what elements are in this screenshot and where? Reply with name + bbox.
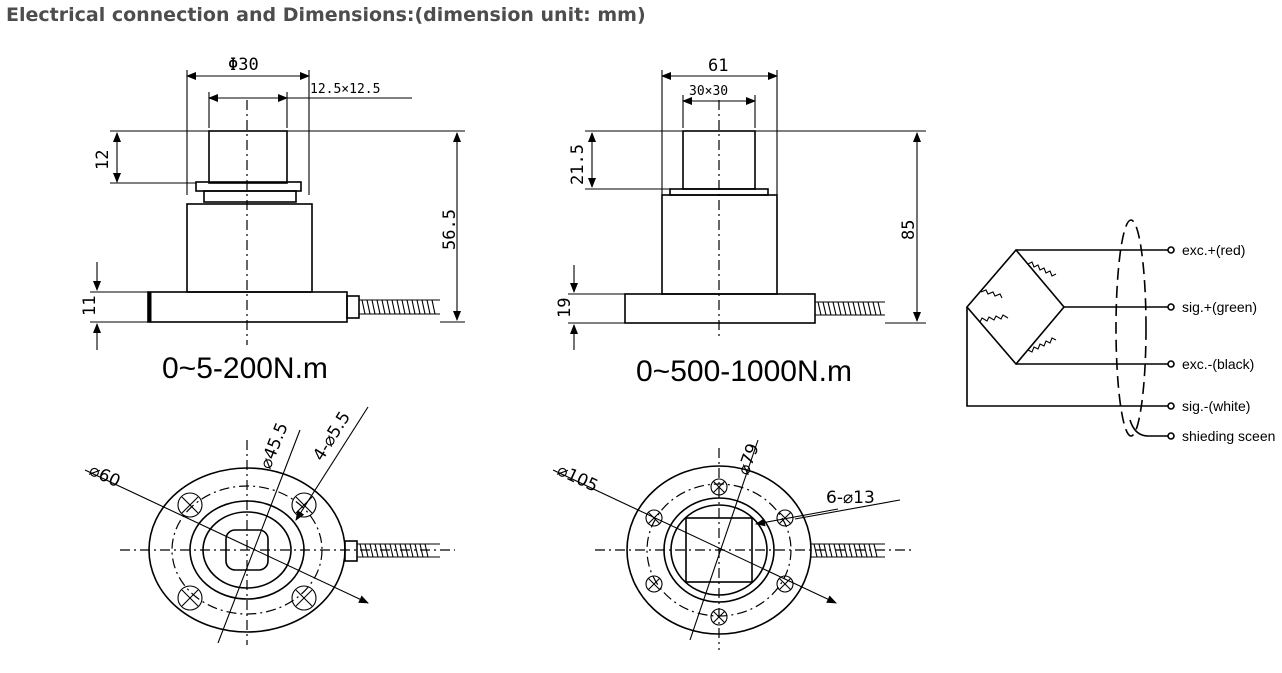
small-bolt-holes (177, 492, 317, 611)
large-cable (815, 301, 885, 316)
large-height-total: 85 (899, 220, 919, 240)
small-square-dim: 12.5×12.5 (310, 82, 380, 97)
wire-label-sig-plus: sig.+(green) (1182, 299, 1257, 315)
section-title: Electrical connection and Dimensions:(di… (6, 4, 646, 26)
large-range-label: 0~500-1000N.m (636, 355, 852, 388)
large-height-shaft: 21.5 (568, 144, 588, 185)
large-holes: 6-⌀13 (826, 488, 875, 508)
small-height-12: 12 (93, 150, 113, 170)
large-bottom-view: ⌀105 ⌀79 6-⌀13 (552, 439, 915, 650)
wire-label-exc-plus: exc.+(red) (1182, 242, 1245, 258)
wire-label-exc-minus: exc.-(black) (1182, 356, 1254, 372)
small-top-diameter: Φ30 (228, 55, 259, 75)
large-top-width: 61 (708, 56, 728, 76)
small-height-base: 11 (80, 296, 100, 316)
small-bottom-view: ⌀60 ⌀45.5 4-⌀5.5 (84, 406, 455, 645)
large-outer-dia: ⌀105 (554, 460, 601, 496)
large-side-view: 61 30×30 21.5 85 19 0~500-1000N.m (555, 56, 926, 388)
small-height-total: 56.5 (440, 209, 460, 250)
small-range-label: 0~5-200N.m (162, 352, 328, 385)
wiring-diagram: exc.+(red) sig.+(green) exc.-(black) sig… (965, 219, 1275, 444)
small-holes: 4-⌀5.5 (309, 408, 355, 465)
small-cable (359, 299, 440, 315)
small-side-view: Φ30 12.5×12.5 12 56.5 11 0~5-200N.m (80, 55, 465, 385)
large-square-dim: 30×30 (689, 84, 728, 99)
large-pcd: ⌀79 (734, 441, 764, 478)
wire-label-sig-minus: sig.-(white) (1182, 398, 1250, 414)
small-outer-dia: ⌀60 (86, 460, 123, 492)
large-height-base: 19 (555, 298, 575, 318)
wire-label-shield: shieding sceen (1182, 428, 1275, 444)
